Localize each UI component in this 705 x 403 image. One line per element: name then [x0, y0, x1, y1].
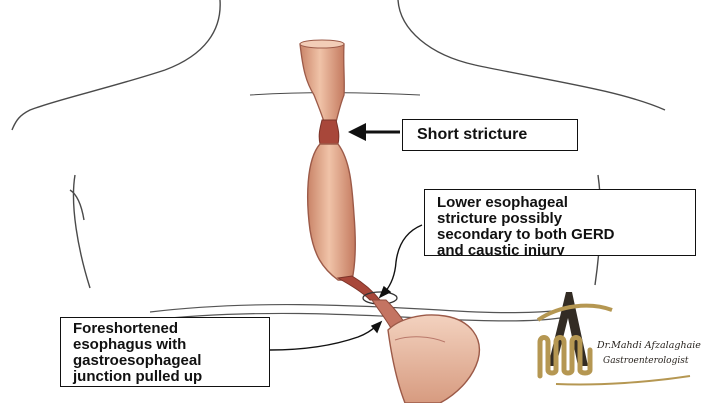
upper-esophagus [299, 43, 345, 123]
logo-letter-m [537, 335, 593, 379]
foreshortened-pointer [269, 320, 383, 351]
logo-swoosh [536, 303, 613, 322]
logo-doctor-name: Dr.Mahdi Afzalaghaie [597, 340, 701, 351]
neck-right-line [397, 0, 476, 66]
foreshortened-line-1: Foreshortened [73, 320, 179, 337]
neck-left-line [164, 0, 221, 71]
esophagus-opening [299, 39, 345, 49]
foreshortened-line-4: junction pulled up [73, 368, 203, 385]
lower-stricture-line-1: Lower esophageal [437, 194, 568, 211]
lower-stricture-segment [336, 275, 382, 301]
left-clavicle-contour [69, 189, 85, 221]
right-shoulder-line [474, 64, 666, 111]
doctor-logo [536, 292, 691, 386]
foreshortened-line-2: esophagus with [73, 336, 187, 353]
lower-stricture-line-2: stricture possibly [437, 210, 563, 227]
logo-doctor-title: Gastroenterologist [603, 356, 689, 366]
lower-stricture-pointer [378, 224, 423, 299]
foreshortened-label: Foreshortened esophagus with gastroesoph… [60, 317, 270, 387]
lower-stricture-label: Lower esophageal stricture possibly seco… [424, 189, 696, 256]
logo-underline [555, 375, 691, 386]
lower-stricture-line-3: secondary to both GERD [437, 226, 615, 243]
left-shoulder-line [11, 69, 166, 131]
lower-stricture-line-4: and caustic injury [437, 242, 565, 256]
esophagus [299, 39, 409, 331]
short-stricture-arrow [348, 123, 400, 141]
short-stricture-label: Short stricture [402, 119, 578, 151]
foreshortened-line-3: gastroesophageal [73, 352, 202, 369]
stomach [387, 314, 480, 403]
dilated-esophagus [307, 143, 357, 281]
stomach-fold [394, 336, 446, 343]
diaphragm [149, 303, 561, 322]
short-stricture-segment [318, 119, 340, 145]
short-stricture-text: Short stricture [417, 126, 528, 143]
body-outline [11, 0, 666, 289]
left-body-contour [72, 174, 91, 289]
